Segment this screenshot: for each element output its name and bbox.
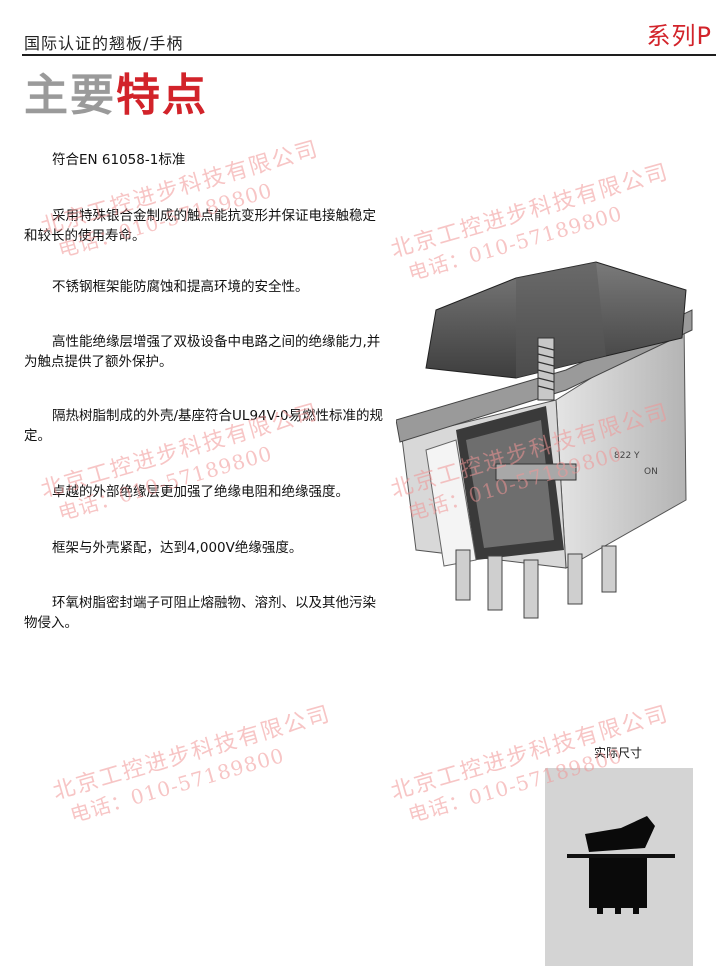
feature-item: 符合EN 61058-1标准 [52, 152, 186, 168]
switch-cutaway-illustration: 822 Y ON [396, 261, 693, 619]
feature-item: 不锈钢框架能防腐蚀和提高环境的安全性。 [52, 279, 309, 295]
watermark-company: 北京工控进步科技有限公司 [388, 159, 673, 263]
actual-size-panel [545, 768, 693, 966]
watermark: 北京工控进步科技有限公司 电话：010-57189800 [50, 701, 341, 831]
switch-silhouette-icon [567, 816, 675, 914]
series-label: 系列P [646, 22, 712, 50]
feature-item: 采用特殊银合金制成的触点能抗变形并保证电接触稳定和较长的使用寿命。 [24, 208, 376, 244]
watermark-company: 北京工控进步科技有限公司 [50, 701, 335, 805]
header-title: 国际认证的翘板/手柄 [24, 34, 184, 53]
feature-item: 环氧树脂密封端子可阻止熔融物、溶剂、以及其他污染物侵入。 [24, 595, 376, 631]
feature-item: 卓越的外部绝缘层更加强了绝缘电阻和绝缘强度。 [52, 484, 349, 500]
illustration-marking-2: ON [644, 467, 658, 477]
header-rule [22, 54, 716, 56]
section-title-red: 特点 [116, 70, 208, 121]
section-title: 主要特点 [24, 74, 208, 118]
feature-item: 隔热树脂制成的外壳/基座符合UL94V-0易燃性标准的规定。 [24, 408, 384, 444]
section-title-grey: 主要 [24, 70, 116, 121]
illustration-marking-1: 822 Y [614, 451, 640, 461]
feature-item: 框架与外壳紧配，达到4,000V绝缘强度。 [52, 540, 303, 556]
watermark-phone: 电话：010-57189800 [67, 742, 287, 827]
actual-size-label: 实际尺寸 [594, 746, 643, 760]
feature-item: 高性能绝缘层增强了双极设备中电路之间的绝缘能力,并为触点提供了额外保护。 [24, 334, 381, 370]
